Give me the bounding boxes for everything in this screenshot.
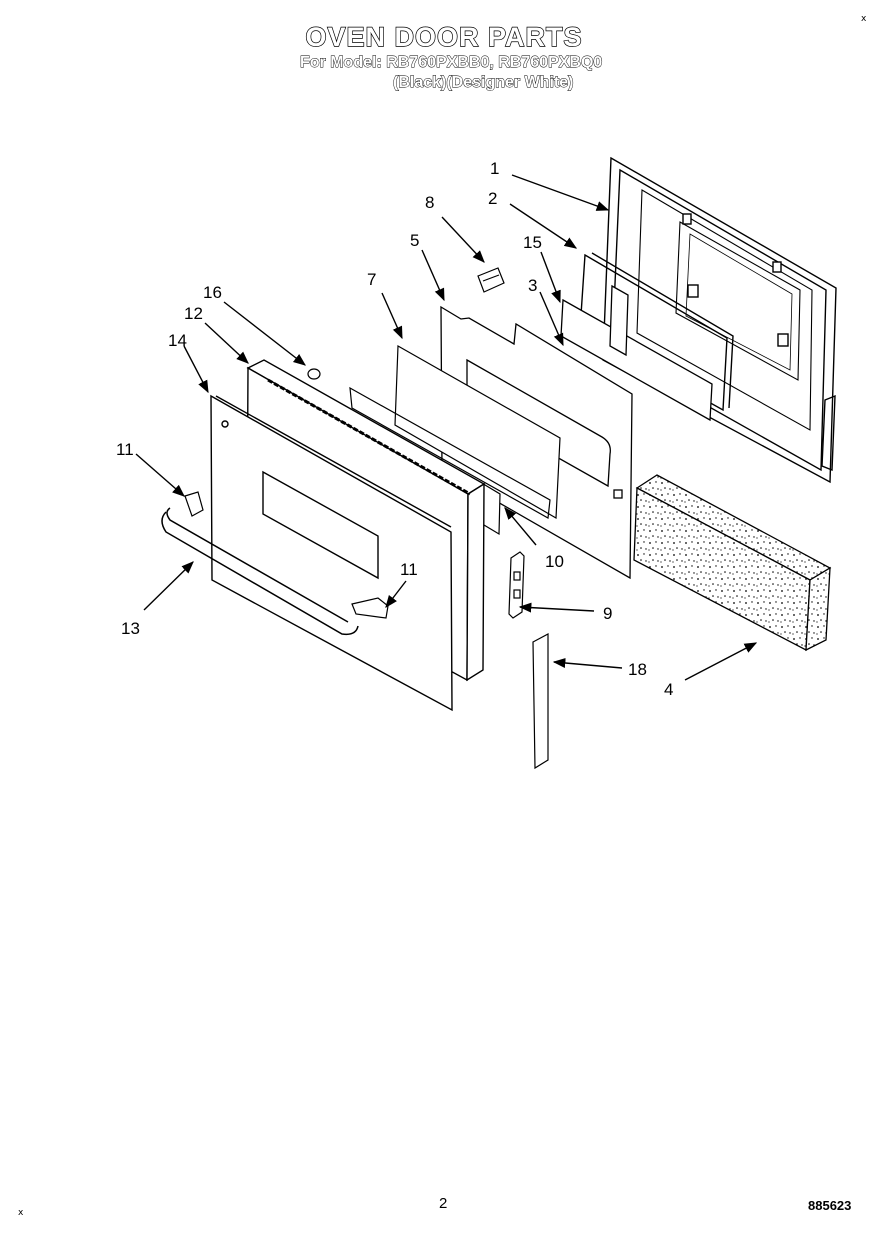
part-door-gasket bbox=[579, 252, 734, 412]
callout-1: 1 bbox=[490, 159, 499, 178]
callout-11-right: 11 bbox=[400, 560, 418, 579]
model-line: For Model: RB760PXBB0, RB760PXBQ0 bbox=[300, 54, 603, 72]
callout-18: 18 bbox=[628, 660, 647, 679]
part-insulation-block bbox=[633, 474, 832, 652]
callout-3: 3 bbox=[528, 276, 537, 295]
callout-15: 15 bbox=[523, 233, 542, 252]
page-title: OVEN DOOR PARTS bbox=[305, 21, 583, 52]
callout-7: 7 bbox=[367, 270, 376, 289]
callout-labels: 1 2 3 4 5 7 8 9 10 11 11 12 13 14 15 16 … bbox=[116, 159, 673, 699]
variant-line: (Black)(Designer White) bbox=[393, 74, 574, 92]
corner-mark-bottom-left: x bbox=[18, 1208, 24, 1218]
corner-mark-top-right: x bbox=[861, 14, 867, 24]
callout-8: 8 bbox=[425, 193, 434, 212]
callout-5: 5 bbox=[410, 231, 419, 250]
callout-9: 9 bbox=[603, 604, 612, 623]
part-door-handle bbox=[161, 507, 359, 636]
callout-4: 4 bbox=[664, 680, 673, 699]
part-window-glass bbox=[349, 344, 561, 520]
part-spacer bbox=[307, 368, 321, 380]
callout-13: 13 bbox=[121, 619, 140, 638]
part-hinge-receiver bbox=[508, 551, 525, 619]
part-handle-end-caps bbox=[184, 491, 389, 619]
callout-12: 12 bbox=[184, 304, 203, 323]
callout-11-left: 11 bbox=[116, 440, 134, 459]
part-outer-door-panel bbox=[210, 394, 453, 712]
part-bracket bbox=[477, 267, 505, 293]
part-insulation-wrapper bbox=[560, 284, 713, 422]
callout-14: 14 bbox=[168, 331, 187, 350]
callout-2: 2 bbox=[488, 189, 497, 208]
callout-16: 16 bbox=[203, 283, 222, 302]
part-door-liner bbox=[602, 156, 837, 484]
callout-10: 10 bbox=[545, 552, 564, 571]
document-number: 885623 bbox=[808, 1198, 852, 1213]
part-trim-strip bbox=[532, 633, 549, 770]
page-number: 2 bbox=[439, 1195, 448, 1212]
leader-lines bbox=[135, 174, 758, 681]
